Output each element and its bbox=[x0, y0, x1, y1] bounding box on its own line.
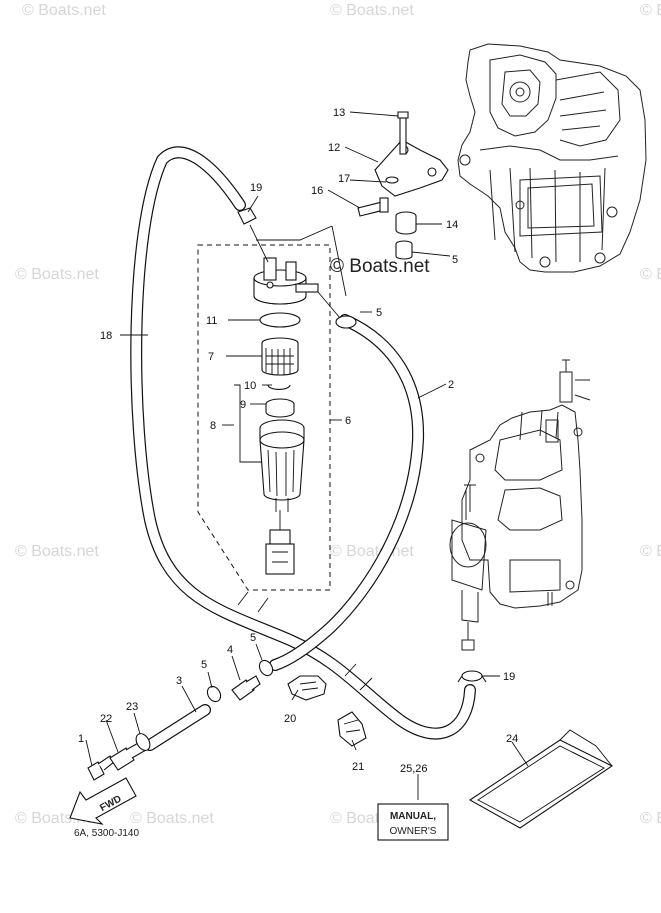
fuel-filter-head bbox=[253, 257, 319, 305]
leader-lines bbox=[85, 111, 529, 800]
callout-5: 5 bbox=[250, 632, 256, 644]
watermark: © Boats.net bbox=[330, 2, 414, 19]
clip-10 bbox=[267, 384, 291, 390]
callout-5: 5 bbox=[452, 254, 458, 266]
callout-24: 24 bbox=[506, 733, 518, 745]
clamp-23 bbox=[135, 733, 151, 751]
callout-11: 11 bbox=[206, 315, 217, 327]
fitting-1 bbox=[87, 755, 115, 781]
callout-5: 5 bbox=[376, 307, 382, 319]
holder-20 bbox=[287, 675, 327, 701]
filter-assembly-outline bbox=[197, 244, 331, 591]
callout-13: 13 bbox=[333, 107, 345, 119]
bracket-assembly bbox=[357, 111, 449, 260]
manual-line2: OWNER'S bbox=[390, 826, 437, 837]
clamp-5-a bbox=[206, 685, 222, 703]
watermark-layer: © Boats.net © Boats.net © Boats.net © Bo… bbox=[15, 2, 661, 827]
watermark: © Boats.net bbox=[15, 266, 99, 283]
callout-19: 19 bbox=[503, 671, 515, 683]
diagram-code: 6A, 5300-J140 bbox=[74, 828, 139, 839]
o-ring-11 bbox=[259, 312, 301, 328]
callout-20: 20 bbox=[284, 713, 296, 725]
callout-5: 5 bbox=[201, 659, 207, 671]
clamp-19-right bbox=[457, 670, 487, 683]
joint-4 bbox=[231, 675, 261, 701]
watermark: © Boats.net bbox=[640, 543, 661, 560]
lower-parts bbox=[87, 659, 367, 781]
watermark: © Boats.net bbox=[640, 2, 661, 19]
callout-22: 22 bbox=[100, 713, 112, 725]
clamp-5-b bbox=[258, 659, 274, 677]
filter-element-7 bbox=[261, 337, 299, 376]
callout-4: 4 bbox=[227, 644, 233, 656]
callout-18: 18 bbox=[100, 330, 112, 342]
callout-12: 12 bbox=[328, 142, 340, 154]
vapor-separator-assembly bbox=[449, 359, 591, 651]
tool-bag-24 bbox=[468, 729, 614, 829]
watermark: © Boats.net bbox=[15, 543, 99, 560]
callout-8: 8 bbox=[210, 420, 216, 432]
callout-3: 3 bbox=[176, 675, 182, 687]
watermark: © Boats.net bbox=[22, 2, 106, 19]
callout-23: 23 bbox=[126, 701, 138, 713]
callout-21: 21 bbox=[352, 761, 364, 773]
watermark: © Boats.net bbox=[330, 543, 414, 560]
callout-7: 7 bbox=[208, 351, 214, 363]
watermark: © Boats.net bbox=[640, 810, 661, 827]
float-9 bbox=[265, 398, 295, 418]
callout-17: 17 bbox=[338, 173, 350, 185]
watermark: © Boats.net bbox=[130, 810, 214, 827]
center-watermark: © Boats.net bbox=[330, 256, 430, 277]
engine-block-upper bbox=[457, 43, 647, 273]
callout-6: 6 bbox=[345, 415, 351, 427]
clamp-5-upper bbox=[317, 291, 357, 329]
callout-numbers: 13 12 17 16 14 5 19 5 11 7 10 9 8 6 18 2… bbox=[78, 107, 518, 775]
callout-16: 16 bbox=[311, 185, 323, 197]
fuel-hoses bbox=[130, 146, 476, 751]
callout-1: 1 bbox=[78, 733, 84, 745]
callout-2: 2 bbox=[448, 379, 454, 391]
manual-line1: MANUAL, bbox=[390, 811, 436, 822]
callout-19: 19 bbox=[250, 182, 262, 194]
watermark: © Boats.net bbox=[640, 266, 661, 283]
filter-cup-8 bbox=[259, 419, 305, 575]
callout-9: 9 bbox=[240, 399, 246, 411]
callout-14: 14 bbox=[446, 219, 458, 231]
fwd-arrow: FWD bbox=[69, 777, 137, 825]
callout-25-26: 25,26 bbox=[400, 763, 428, 775]
callout-10: 10 bbox=[244, 380, 256, 392]
clamp-19-top bbox=[237, 207, 269, 263]
holder-21 bbox=[337, 711, 367, 747]
owners-manual: MANUAL, OWNER'S bbox=[377, 803, 449, 841]
